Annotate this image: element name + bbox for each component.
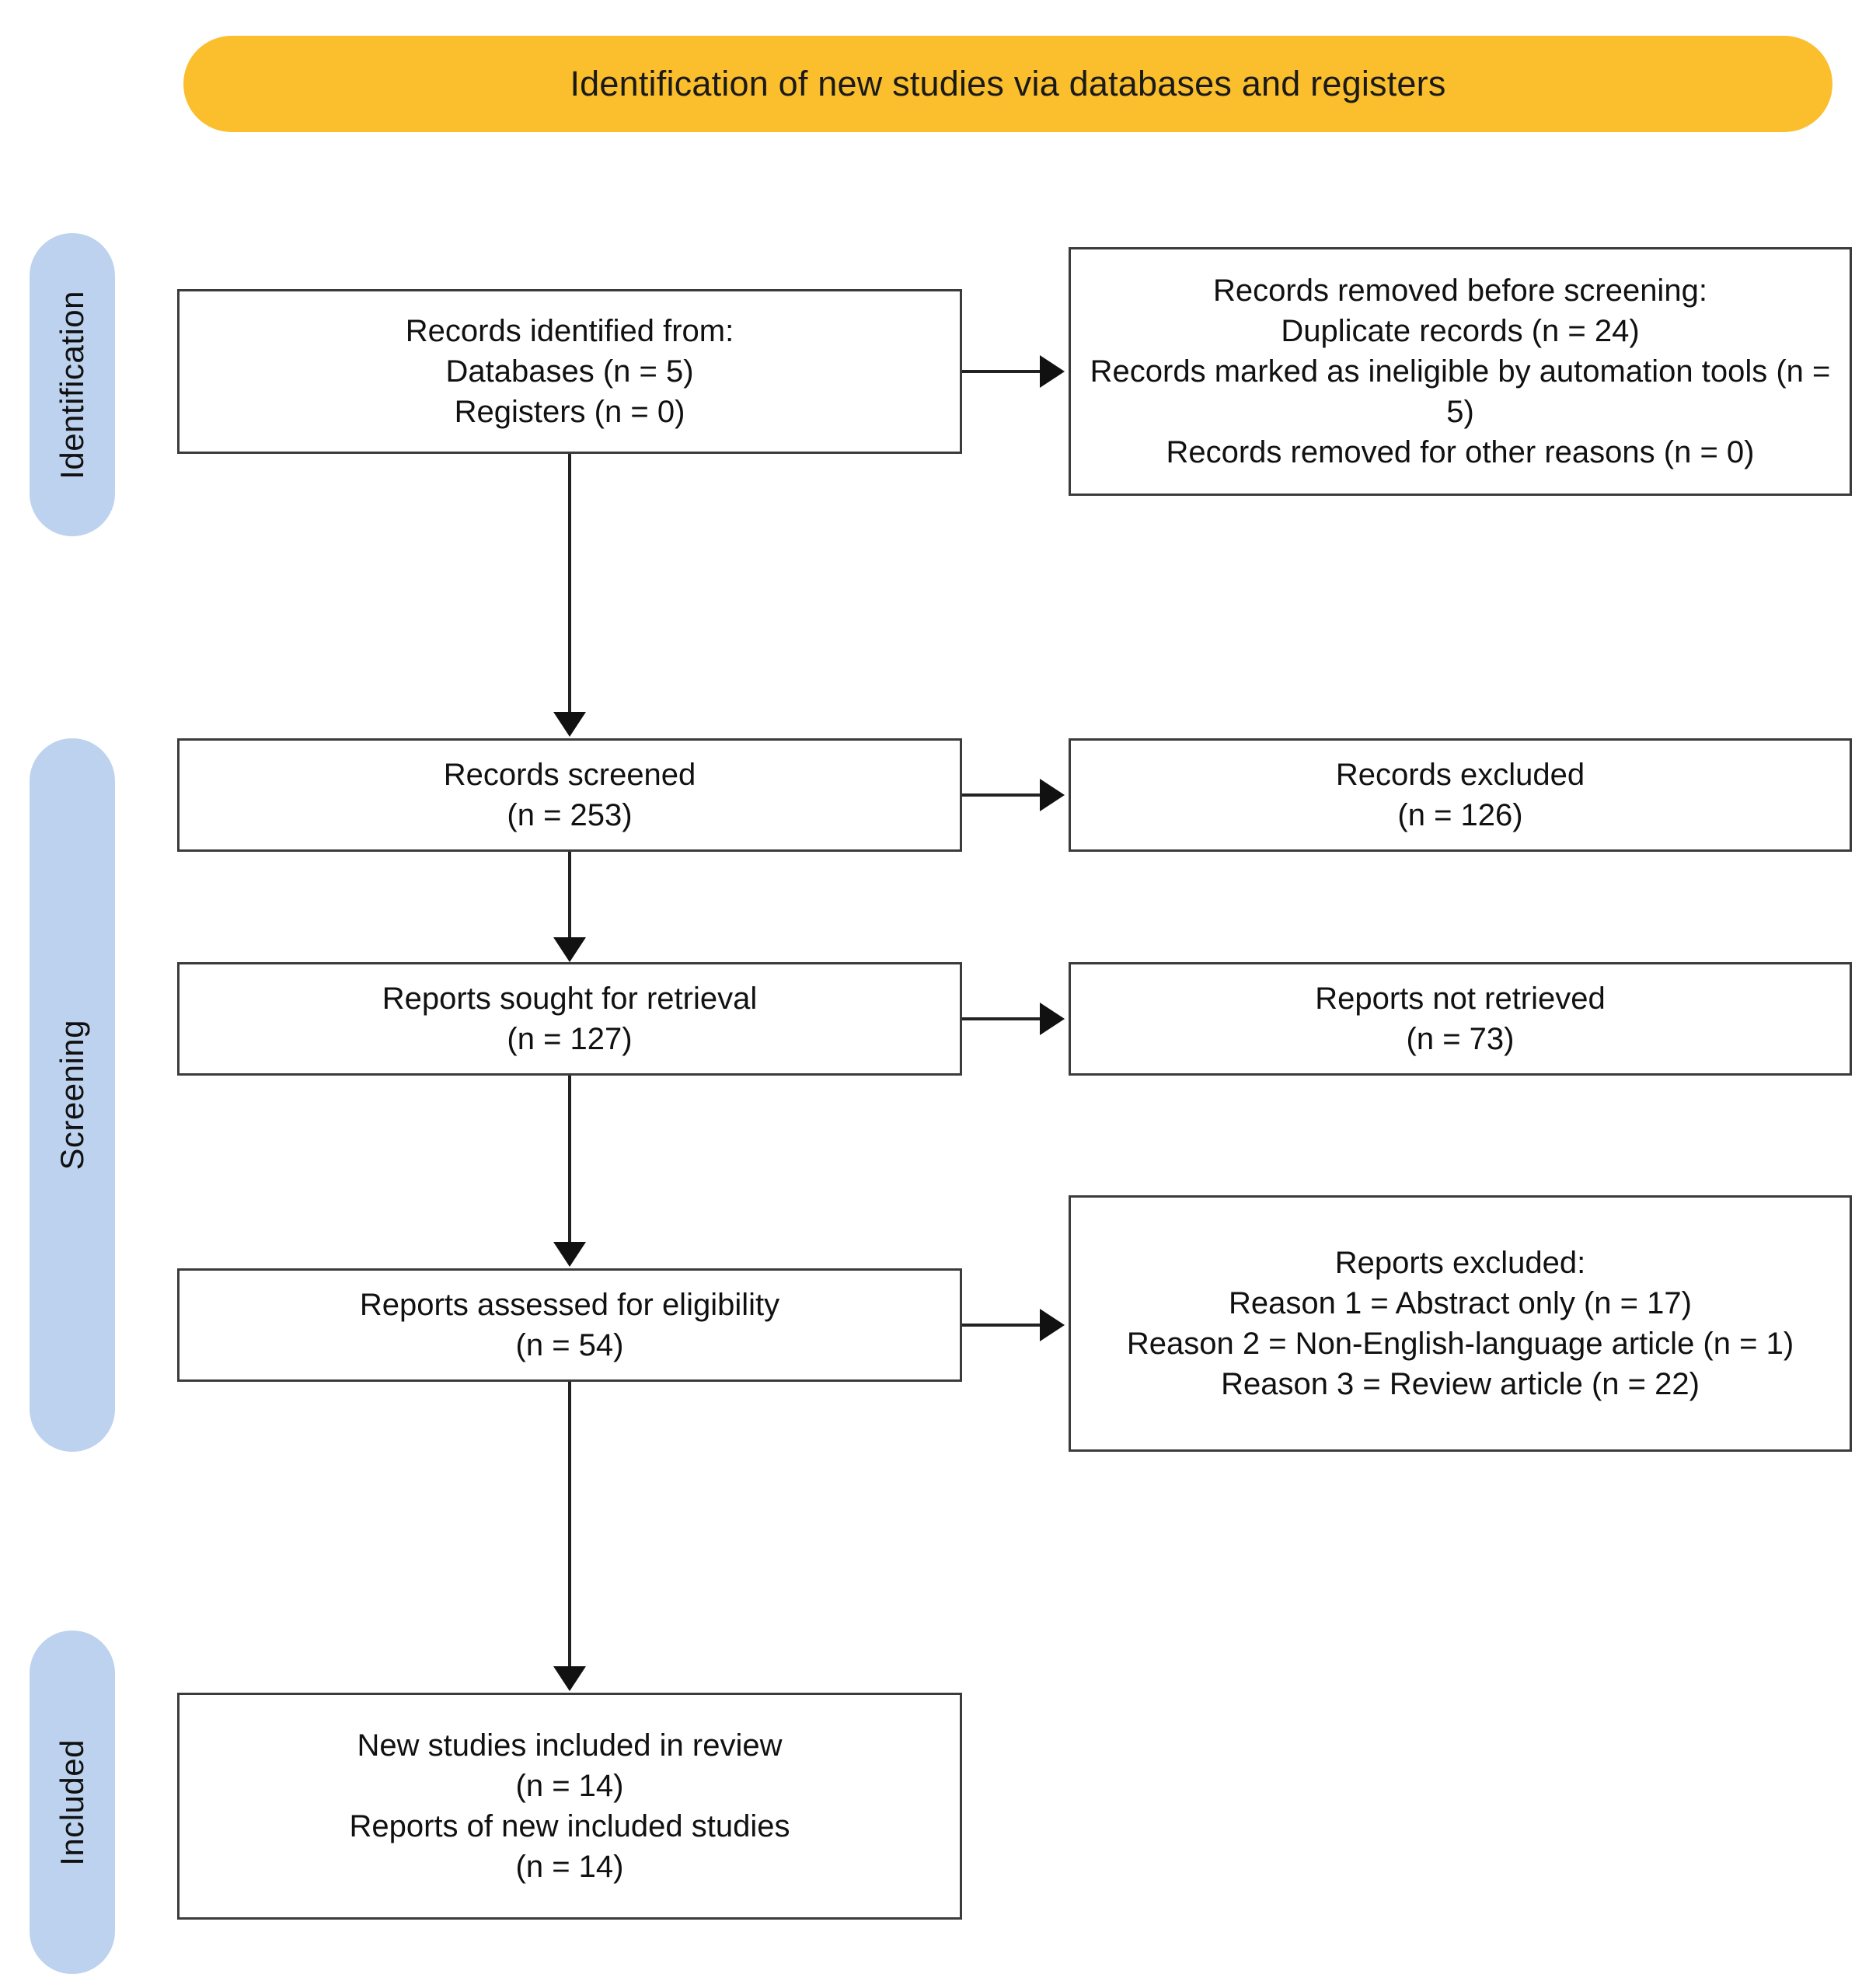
box-records-screened: Records screened (n = 253) [177, 738, 962, 852]
arrow-right-to-excluded [1040, 779, 1065, 811]
diagram-title: Identification of new studies via databa… [570, 64, 1446, 103]
box-reports-sought-for-retrieval: Reports sought for retrieval (n = 127) [177, 962, 962, 1076]
box-line: Reports not retrieved [1315, 982, 1606, 1016]
arrow-down-to-sought [553, 937, 586, 962]
stage-pill-included: Included [30, 1631, 115, 1974]
stage-label-identification: Identification [54, 290, 90, 480]
connector-line-screened-to-excluded [962, 793, 1040, 797]
box-new-studies-included: New studies included in review (n = 14) … [177, 1693, 962, 1920]
box-line: Duplicate records (n = 24) [1281, 314, 1640, 348]
box-line: Records removed before screening: [1213, 274, 1707, 308]
box-reports-excluded: Reports excluded: Reason 1 = Abstract on… [1069, 1195, 1852, 1452]
arrow-right-to-reports-excluded [1040, 1309, 1065, 1341]
box-line: Records identified from: [405, 314, 734, 348]
box-line: (n = 14) [515, 1769, 624, 1803]
box-line: Reports of new included studies [349, 1809, 790, 1843]
box-line: New studies included in review [357, 1728, 783, 1763]
connector-line-sought-to-assessed [568, 1076, 571, 1242]
arrow-down-to-screened [553, 712, 586, 737]
box-line: (n = 73) [1406, 1022, 1515, 1056]
connector-line-assessed-to-reports-excluded [962, 1324, 1040, 1327]
stage-pill-screening: Screening [30, 738, 115, 1452]
box-line: (n = 14) [515, 1850, 624, 1884]
arrow-down-to-included [553, 1666, 586, 1691]
connector-line-assessed-to-included [568, 1382, 571, 1666]
arrow-right-to-not-retrieved [1040, 1003, 1065, 1035]
box-records-identified: Records identified from: Databases (n = … [177, 289, 962, 454]
box-line: (n = 54) [515, 1328, 624, 1362]
box-reports-assessed-for-eligibility: Reports assessed for eligibility (n = 54… [177, 1268, 962, 1382]
stage-label-screening: Screening [54, 1020, 90, 1170]
box-line: Records marked as ineligible by automati… [1090, 354, 1831, 429]
box-line: Reports assessed for eligibility [359, 1288, 780, 1322]
box-line: Records screened [443, 758, 696, 792]
diagram-header-banner: Identification of new studies via databa… [183, 36, 1832, 132]
box-reports-not-retrieved: Reports not retrieved (n = 73) [1069, 962, 1852, 1076]
box-line: Reason 2 = Non-English-language article … [1126, 1327, 1794, 1361]
box-records-excluded: Records excluded (n = 126) [1069, 738, 1852, 852]
box-line: Registers (n = 0) [454, 395, 685, 429]
connector-line-sought-to-not-retrieved [962, 1017, 1040, 1020]
box-line: Reports excluded: [1334, 1246, 1586, 1280]
stage-label-included: Included [54, 1739, 90, 1866]
connector-line-screened-to-sought [568, 852, 571, 937]
arrow-right-to-removed [1040, 355, 1065, 388]
stage-pill-identification: Identification [30, 233, 115, 536]
box-line: Reason 3 = Review article (n = 22) [1221, 1367, 1700, 1401]
box-line: Records removed for other reasons (n = 0… [1166, 435, 1755, 469]
box-line: (n = 253) [507, 798, 633, 832]
box-records-removed-before-screening: Records removed before screening: Duplic… [1069, 247, 1852, 496]
connector-line-identified-to-screened [568, 454, 571, 712]
arrow-down-to-assessed [553, 1242, 586, 1267]
box-line: (n = 127) [507, 1022, 633, 1056]
box-line: Databases (n = 5) [445, 354, 694, 389]
box-line: Reports sought for retrieval [382, 982, 758, 1016]
box-line: (n = 126) [1397, 798, 1523, 832]
box-line: Records excluded [1335, 758, 1585, 792]
connector-line-identified-to-removed [962, 370, 1040, 373]
box-line: Reason 1 = Abstract only (n = 17) [1229, 1286, 1692, 1320]
